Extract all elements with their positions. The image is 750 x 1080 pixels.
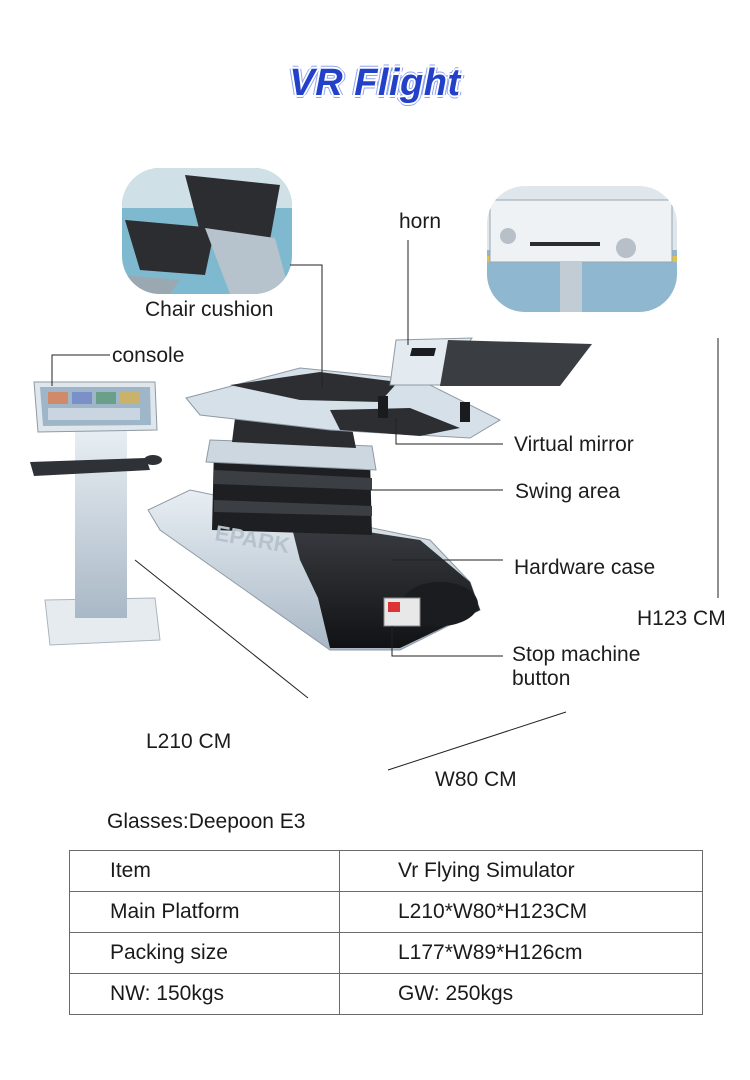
chair-cushion-label: Chair cushion xyxy=(145,298,274,321)
spec-table: Item Vr Flying Simulator Main Platform L… xyxy=(69,850,703,1015)
width-dimension: W80 CM xyxy=(435,768,517,791)
table-cell: Packing size xyxy=(69,932,340,974)
chair-cushion-inset xyxy=(122,168,292,294)
virtual-mirror-label: Virtual mirror xyxy=(514,433,634,456)
horn-label: horn xyxy=(399,210,442,233)
height-dimension: H123 CM xyxy=(637,607,726,630)
glasses-info: Glasses:Deepoon E3 xyxy=(107,810,306,833)
table-cell: Main Platform xyxy=(69,891,340,933)
table-cell: L210*W80*H123CM xyxy=(339,891,703,933)
table-row: Packing size L177*W89*H126cm xyxy=(69,932,703,974)
horn-inset xyxy=(487,186,677,312)
table-row: Main Platform L210*W80*H123CM xyxy=(69,891,703,933)
console-label: console xyxy=(112,344,185,367)
length-dimension: L210 CM xyxy=(146,730,232,753)
table-cell: GW: 250kgs xyxy=(339,973,703,1015)
stop-button-label-line1: Stop machine xyxy=(512,643,641,666)
page-title: VR Flight xyxy=(289,62,461,104)
table-row: Item Vr Flying Simulator xyxy=(69,850,703,892)
table-cell: L177*W89*H126cm xyxy=(339,932,703,974)
stop-button-label-line2: button xyxy=(512,667,571,690)
hardware-case-label: Hardware case xyxy=(514,556,656,579)
table-cell: Vr Flying Simulator xyxy=(339,850,703,892)
table-cell: NW: 150kgs xyxy=(69,973,340,1015)
product-illustration: EPARK xyxy=(30,168,719,771)
table-cell: Item xyxy=(69,850,340,892)
flight-simulator-machine: EPARK xyxy=(147,337,592,651)
swing-area-label: Swing area xyxy=(515,480,621,503)
table-row: NW: 150kgs GW: 250kgs xyxy=(69,973,703,1015)
callout-lines xyxy=(51,240,719,771)
console-stand xyxy=(30,381,162,646)
